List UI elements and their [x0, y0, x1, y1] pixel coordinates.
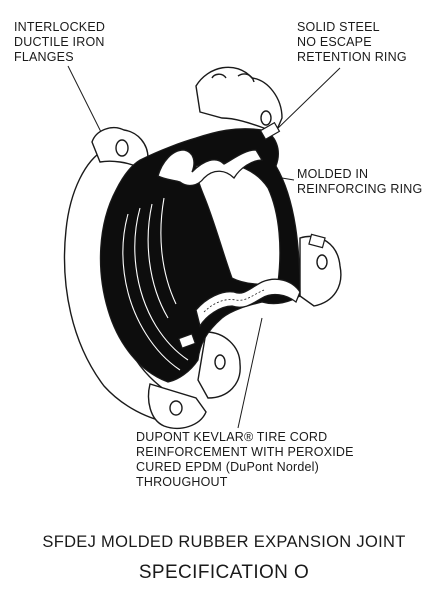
flanges-label-line: FLANGES	[14, 50, 74, 64]
rubber-contour-lines	[122, 197, 189, 371]
leader-flanges	[67, 65, 107, 143]
reinforcing-ring-label: MOLDED IN REINFORCING RING	[297, 167, 422, 197]
front-flange	[63, 126, 241, 430]
kevlar-label-line: THROUGHOUT	[136, 475, 228, 489]
leader-retention-ring	[273, 67, 341, 133]
retention-ring-label: SOLID STEEL NO ESCAPE RETENTION RING	[297, 20, 407, 65]
leader-kevlar	[237, 317, 263, 429]
kevlar-label: DUPONT KEVLAR® TIRE CORD REINFORCEMENT W…	[136, 430, 354, 490]
caption-title: SFDEJ MOLDED RUBBER EXPANSION JOINT	[42, 533, 406, 551]
retention-ring-label-line: NO ESCAPE	[297, 35, 372, 49]
retention-ring	[177, 121, 326, 349]
reinforcing-ring-label-line: REINFORCING RING	[297, 182, 423, 196]
retention-ring-label-line: SOLID STEEL	[297, 20, 380, 34]
kevlar-label-line: DUPONT KEVLAR® TIRE CORD	[136, 430, 328, 444]
flanges-label-line: INTERLOCKED	[14, 20, 106, 34]
kevlar-label-line: CURED EPDM (DuPont Nordel)	[136, 460, 320, 474]
reinforcing-ring-label-line: MOLDED IN	[297, 167, 369, 181]
flanges-label-line: DUCTILE IRON	[14, 35, 105, 49]
kevlar-label-line: REINFORCEMENT WITH PEROXIDE	[136, 445, 354, 459]
flanges-label: INTERLOCKED DUCTILE IRON FLANGES	[14, 20, 105, 65]
caption-specification: SPECIFICATION O	[138, 562, 310, 583]
retention-ring-label-line: RETENTION RING	[297, 50, 407, 64]
rubber-body	[99, 128, 301, 383]
